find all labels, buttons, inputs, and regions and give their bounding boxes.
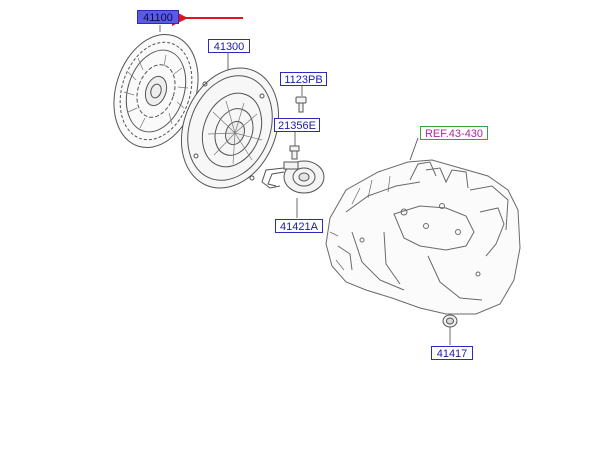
callout-41100[interactable]: 41100 [137, 10, 179, 24]
callout-1123pb[interactable]: 1123PB [280, 72, 327, 86]
callout-41300[interactable]: 41300 [208, 39, 250, 53]
transmission-drawing [325, 159, 521, 315]
callout-41421a[interactable]: 41421A [275, 219, 323, 233]
callout-21356e[interactable]: 21356E [274, 118, 320, 132]
clutch-disc-drawing [113, 33, 199, 149]
clutch-cover-drawing [180, 67, 280, 189]
bolt-drawing [295, 96, 307, 113]
callout-reference[interactable]: REF.43-430 [420, 126, 488, 140]
bleeder-drawing [289, 145, 300, 160]
release-cylinder-drawing [261, 160, 325, 194]
plug-drawing [442, 314, 458, 328]
callout-41417[interactable]: 41417 [431, 346, 473, 360]
leader-lines [159, 25, 451, 345]
